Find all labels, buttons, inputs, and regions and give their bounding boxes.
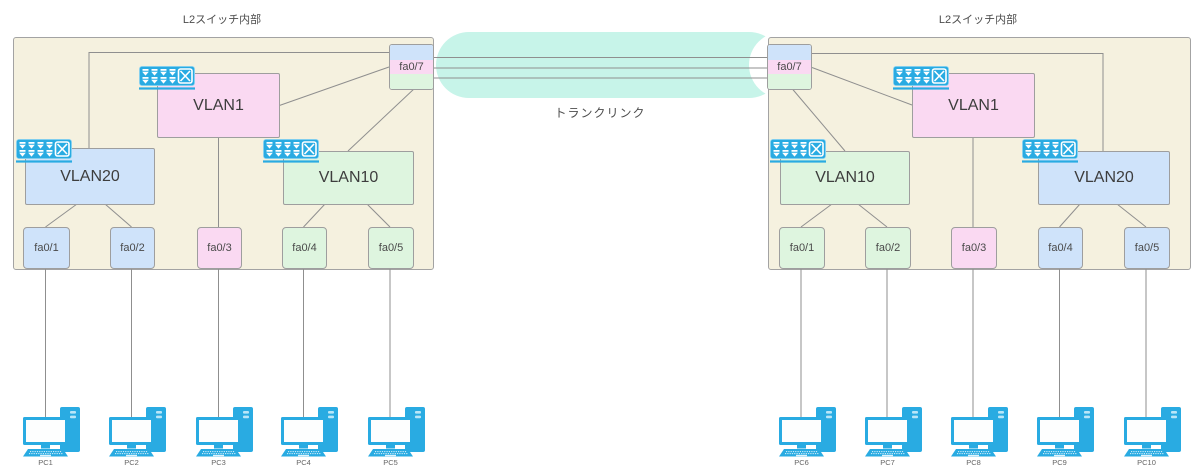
pc-label: PC5 — [383, 458, 398, 467]
right-vlan20-box: VLAN20 — [1038, 151, 1170, 205]
right-trunk-port-fa0-7: fa0/7 — [767, 44, 812, 90]
left-trunk-port-fa0-7: fa0/7 — [389, 44, 434, 90]
pc-node: PC1 — [23, 407, 80, 473]
pc-node: PC2 — [109, 407, 166, 473]
trunk-stripe-pink — [390, 59, 433, 75]
pc-label: PC4 — [296, 458, 311, 467]
left-port-fa0-5: fa0/5 — [368, 227, 414, 269]
desktop-pc-icon — [281, 407, 338, 463]
pc-label: PC3 — [211, 458, 226, 467]
desktop-pc-icon — [865, 407, 922, 463]
pc-node: PC8 — [951, 407, 1008, 473]
left-vlan10-box: VLAN10 — [283, 151, 414, 205]
left-port-fa0-2: fa0/2 — [110, 227, 155, 269]
left-switch-title: L2スイッチ内部 — [182, 14, 262, 26]
l2-switch-icon — [1022, 139, 1079, 163]
right-port-fa0-4: fa0/4 — [1038, 227, 1083, 269]
desktop-pc-icon — [109, 407, 166, 463]
desktop-pc-icon — [1124, 407, 1181, 463]
right-port-fa0-3: fa0/3 — [951, 227, 997, 269]
pc-label: PC6 — [794, 458, 809, 467]
right-vlan10-box: VLAN10 — [780, 151, 910, 205]
desktop-pc-icon — [368, 407, 425, 463]
pc-node: PC9 — [1037, 407, 1094, 473]
right-switch-title: L2スイッチ内部 — [938, 14, 1018, 26]
pc-node: PC4 — [281, 407, 338, 473]
right-port-fa0-1: fa0/1 — [779, 227, 825, 269]
trunk-link-label: トランクリンク — [554, 106, 646, 120]
pc-label: PC10 — [1137, 458, 1156, 467]
pc-node: PC3 — [196, 407, 253, 473]
pc-node: PC6 — [779, 407, 836, 473]
pc-node: PC5 — [368, 407, 425, 473]
pc-label: PC7 — [880, 458, 895, 467]
left-port-fa0-1: fa0/1 — [23, 227, 70, 269]
desktop-pc-icon — [1037, 407, 1094, 463]
desktop-pc-icon — [951, 407, 1008, 463]
trunk-port-label: fa0/7 — [399, 61, 424, 73]
pc-label: PC9 — [1052, 458, 1067, 467]
trunk-stripe-green — [390, 74, 433, 89]
pc-node: PC10 — [1124, 407, 1181, 473]
trunk-port-label: fa0/7 — [777, 61, 802, 73]
desktop-pc-icon — [23, 407, 80, 463]
l2-switch-icon — [893, 66, 950, 90]
pc-label: PC1 — [38, 458, 53, 467]
desktop-pc-icon — [779, 407, 836, 463]
desktop-pc-icon — [196, 407, 253, 463]
l2-switch-icon — [139, 66, 196, 90]
left-port-fa0-4: fa0/4 — [282, 227, 327, 269]
right-port-fa0-2: fa0/2 — [865, 227, 911, 269]
l2-switch-icon — [263, 139, 320, 163]
pc-node: PC7 — [865, 407, 922, 473]
right-port-fa0-5: fa0/5 — [1124, 227, 1170, 269]
l2-switch-icon — [16, 139, 73, 163]
l2-switch-icon — [770, 139, 827, 163]
pc-label: PC2 — [124, 458, 139, 467]
left-port-fa0-3: fa0/3 — [197, 227, 242, 269]
pc-label: PC8 — [966, 458, 981, 467]
trunk-stripe-blue — [390, 45, 433, 60]
